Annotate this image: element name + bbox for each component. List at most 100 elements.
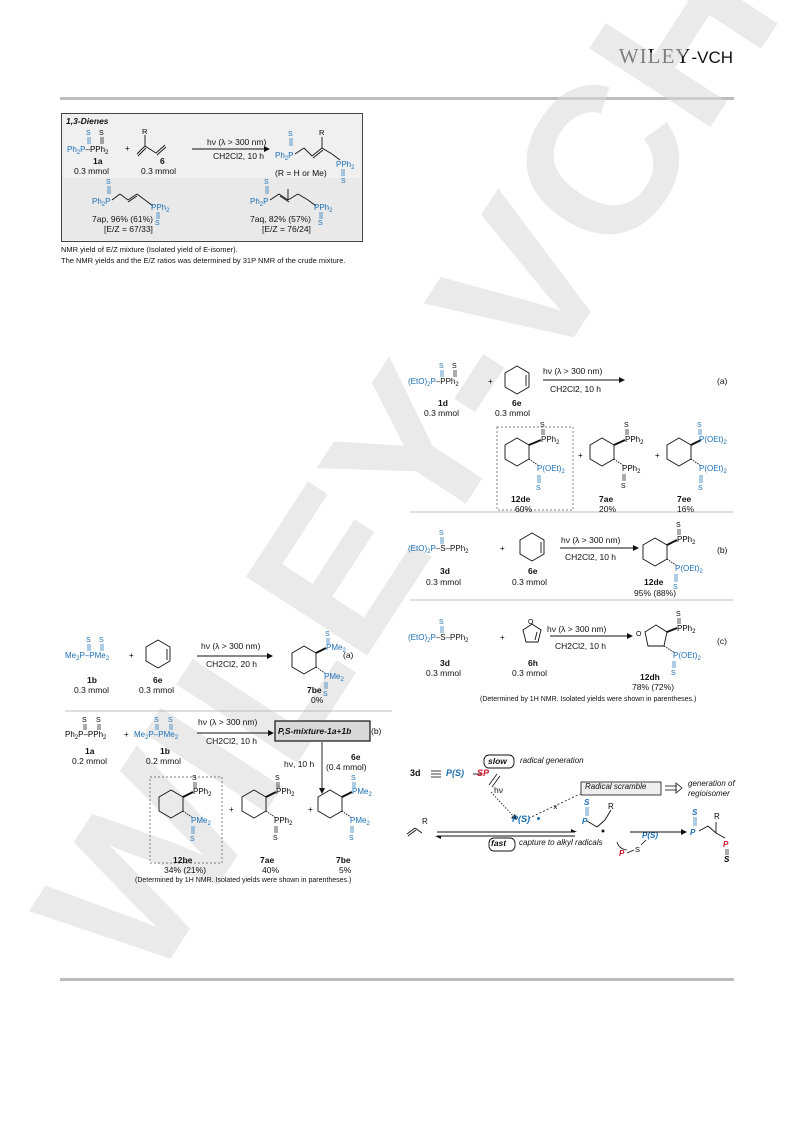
svg-text:P: P (582, 817, 588, 826)
svg-text:R: R (608, 802, 614, 811)
mechanism-slow-badge: slow (488, 756, 507, 766)
right-a-product-7ae-yield: 20% (599, 504, 617, 514)
svg-text:+: + (578, 451, 583, 460)
mechanism-ps-radical: P(S) (512, 814, 530, 824)
right-a-reagent-1d-amount: 0.3 mmol (424, 408, 459, 418)
mechanism-diagram: × P S R P S P(S) P S R P S (406, 754, 730, 862)
right-a-product-7ae: 7ae (599, 494, 614, 504)
left-b-step2: hν, 10 h (284, 759, 315, 769)
mechanism-slow-text: radical generation (520, 756, 584, 765)
svg-text:PPh2: PPh2 (276, 787, 295, 798)
svg-text:S: S (192, 775, 197, 782)
left-b-reagent-1b: 1b (160, 746, 170, 756)
left-b-tag: (b) (371, 726, 382, 736)
svg-text:+: + (655, 451, 660, 460)
left-b-reagent-1a: 1a (85, 746, 95, 756)
svg-text:S: S (692, 808, 698, 817)
svg-text:+: + (308, 805, 313, 814)
svg-text:P(OEt)2: P(OEt)2 (675, 564, 703, 575)
right-c-solvent: CH2Cl2, 10 h (555, 641, 607, 651)
svg-text:P(S): P(S) (642, 831, 658, 840)
svg-text:PPh2: PPh2 (193, 787, 212, 798)
svg-text:S: S (584, 798, 590, 807)
left-b-reagent-1b-amount: 0.2 mmol (146, 756, 181, 766)
svg-text:S: S (624, 422, 629, 429)
left-a-reagent-6e: 6e (153, 675, 163, 685)
svg-text:S: S (452, 363, 457, 370)
mechanism-alkene-r: R (422, 817, 428, 826)
svg-text:PPh2: PPh2 (677, 535, 696, 546)
svg-text:P: P (619, 849, 625, 858)
svg-text:S: S (106, 179, 111, 186)
left-a-condition: hν (λ > 300 nm) (201, 641, 261, 651)
svg-text:S: S (676, 611, 681, 618)
mechanism-scramble-box: Radical scramble (585, 782, 647, 791)
svg-text:Ph2P: Ph2P (275, 151, 293, 162)
reagent-1a-label: 1a (93, 156, 103, 166)
left-a-product-7be: 7be (307, 685, 322, 695)
right-a-reagent-6e: 6e (512, 398, 522, 408)
svg-text:×: × (553, 803, 558, 812)
svg-text:P(OEt)2: P(OEt)2 (699, 464, 727, 475)
svg-text:S: S (99, 130, 104, 137)
right-b-solvent: CH2Cl2, 10 h (565, 552, 617, 562)
svg-text:R: R (714, 812, 720, 821)
svg-text:S: S (82, 717, 87, 724)
svg-text:PMe2: PMe2 (324, 672, 344, 683)
svg-text:Ph2P–PPh2: Ph2P–PPh2 (67, 145, 109, 156)
svg-text:P(OEt)2: P(OEt)2 (537, 464, 565, 475)
right-b-reagent-6e: 6e (528, 566, 538, 576)
left-b-note: (Determined by 1H NMR. Isolated yields w… (135, 877, 352, 884)
svg-text:+: + (129, 651, 134, 660)
right-b-tag: (b) (717, 545, 728, 555)
left-a-reagent-1b: 1b (87, 675, 97, 685)
svg-text:O: O (528, 619, 534, 626)
svg-text:S: S (155, 220, 160, 227)
svg-text:PPh2: PPh2 (151, 203, 170, 214)
right-c-note: (Determined by 1H NMR. Isolated yields w… (480, 696, 697, 703)
mechanism-fast-text: capture to alkyl radicals (519, 838, 603, 847)
left-b-product-12be: 12be (173, 855, 193, 865)
mechanism-scramble-result: generation of regioisomer (688, 779, 735, 798)
right-b-product-12de: 12de (644, 577, 664, 587)
svg-text:S: S (349, 835, 354, 842)
svg-text:+: + (229, 805, 234, 814)
svg-text:S: S (318, 220, 323, 227)
svg-text:S: S (168, 717, 173, 724)
svg-text:S: S (671, 670, 676, 677)
dienes-condition: hν (λ > 300 nm) (207, 137, 267, 147)
svg-text:P: P (723, 840, 729, 849)
svg-text:Ph2P–PPh2: Ph2P–PPh2 (65, 730, 107, 741)
svg-text:Me2P–PMe2: Me2P–PMe2 (65, 651, 110, 662)
left-b-product-7ae: 7ae (260, 855, 275, 865)
left-b-product-12be-yield: 34% (21%) (164, 865, 207, 875)
svg-text:+: + (124, 730, 129, 739)
right-c-product-12dh-yield: 78% (72%) (632, 682, 675, 692)
right-c-reagent-3d-amount: 0.3 mmol (426, 668, 461, 678)
right-a-product-12de-yield: 60% (515, 504, 533, 514)
product-7aq-ratio: [E/Z = 76/24] (262, 224, 311, 234)
svg-text:S: S (86, 637, 91, 644)
svg-text:S: S (635, 845, 640, 854)
left-a-tag: (a) (343, 650, 354, 660)
footer-rule (60, 978, 734, 981)
svg-text:PPh2: PPh2 (314, 203, 333, 214)
svg-text:PPh2: PPh2 (274, 816, 293, 827)
svg-text:S: S (540, 422, 545, 429)
dienes-solvent: CH2Cl2, 10 h (213, 151, 265, 161)
dienes-product-structure: Ph2P S R PPh2 S (275, 128, 355, 185)
left-a-reagent-1b-amount: 0.3 mmol (74, 685, 109, 695)
left-a-product-7be-yield: 0% (311, 695, 324, 705)
svg-text:S: S (273, 835, 278, 842)
right-b-reagent-6e-amount: 0.3 mmol (512, 577, 547, 587)
right-a-condition: hν (λ > 300 nm) (543, 366, 603, 376)
left-b-solvent: CH2Cl2, 10 h (206, 736, 258, 746)
dienes-r-note: (R = H or Me) (275, 168, 327, 178)
product-7ap-ratio: [E/Z = 67/33] (104, 224, 153, 234)
svg-text:+: + (500, 633, 505, 642)
svg-text:PMe2: PMe2 (352, 787, 372, 798)
right-c-tag: (c) (717, 636, 727, 646)
svg-text:O: O (636, 631, 642, 638)
svg-text:(EtO)2P–S–PPh2: (EtO)2P–S–PPh2 (408, 544, 469, 555)
svg-text:S: S (288, 131, 293, 138)
